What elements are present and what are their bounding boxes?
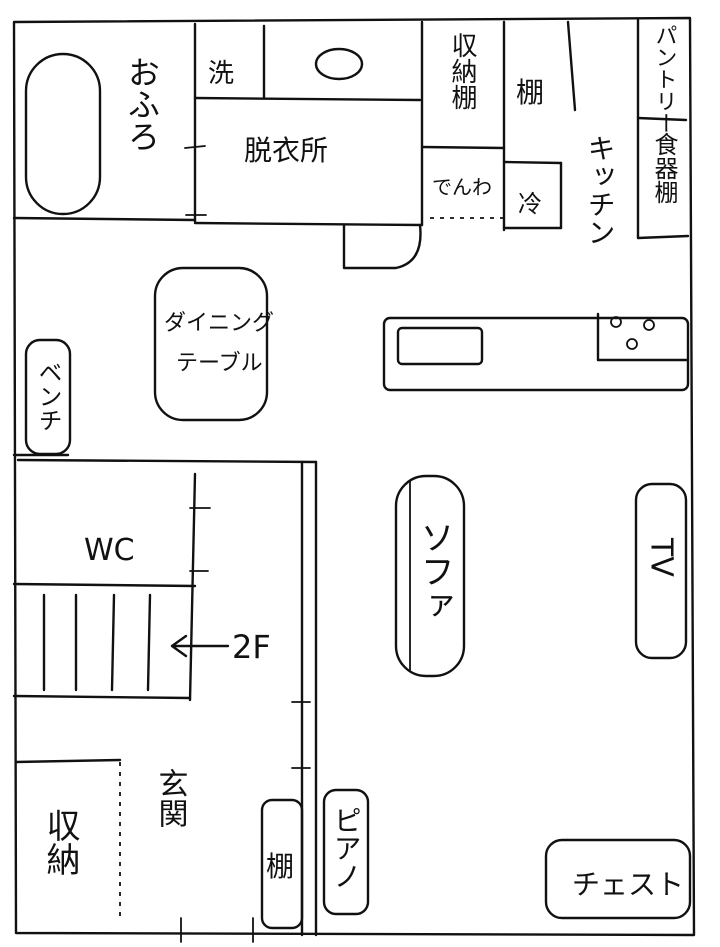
washroom-area [193, 20, 424, 270]
dining-table-shape [153, 266, 269, 422]
entrance-label: 玄関 [153, 768, 188, 828]
storage-bottom-label: 収納 [40, 808, 80, 876]
piano-shape [322, 788, 370, 916]
stairs-up-arrow [170, 634, 230, 658]
bathtub-shape [24, 52, 102, 216]
shelf-bottom-shape [260, 798, 304, 930]
sofa-shape [394, 474, 466, 678]
dish-shelf-label: 食器棚 [650, 132, 678, 204]
bath-area [12, 22, 207, 224]
stove-burner [610, 316, 622, 328]
washer-label: 洗 [208, 59, 234, 89]
phone-label: でんわ [432, 175, 492, 199]
piano-label: ピアノ [330, 806, 363, 890]
sofa-label: ソファ [414, 520, 454, 622]
outer-wall [12, 16, 696, 937]
chest-label: チェスト [572, 868, 684, 901]
storage-top-area [420, 20, 577, 232]
kitchen-label: キッチン [584, 134, 617, 246]
stove-burner [626, 338, 638, 350]
shelf-top-label: 棚 [516, 76, 544, 109]
lower-left-walls [12, 453, 318, 943]
chest-shape [544, 838, 692, 920]
bench-label: ベンチ [34, 360, 62, 432]
kitchen-counter [382, 312, 690, 392]
pantry-area [636, 18, 690, 240]
storage-shelf-label: 収納棚 [447, 32, 477, 110]
fridge-label: 冷 [518, 190, 542, 218]
bath-label: おふろ [123, 56, 161, 152]
dining-table-label-line1: ダイニング [164, 311, 274, 336]
stairs-2f-label: 2F [232, 628, 271, 666]
tv-shape [634, 482, 688, 660]
kitchen-sink-shape [396, 326, 484, 366]
stairs [42, 593, 230, 692]
pantry-label: パントリー [652, 24, 677, 134]
sink-shape [314, 47, 364, 81]
tv-label: TV [644, 537, 679, 577]
wc-label: WC [84, 533, 135, 568]
dining-table-label-line2: テーブル [176, 351, 263, 376]
dressing-room-label: 脱衣所 [244, 134, 328, 167]
shelf-bottom-label: 棚 [266, 850, 294, 883]
stove-burner [643, 319, 655, 331]
door-swing [342, 223, 422, 270]
